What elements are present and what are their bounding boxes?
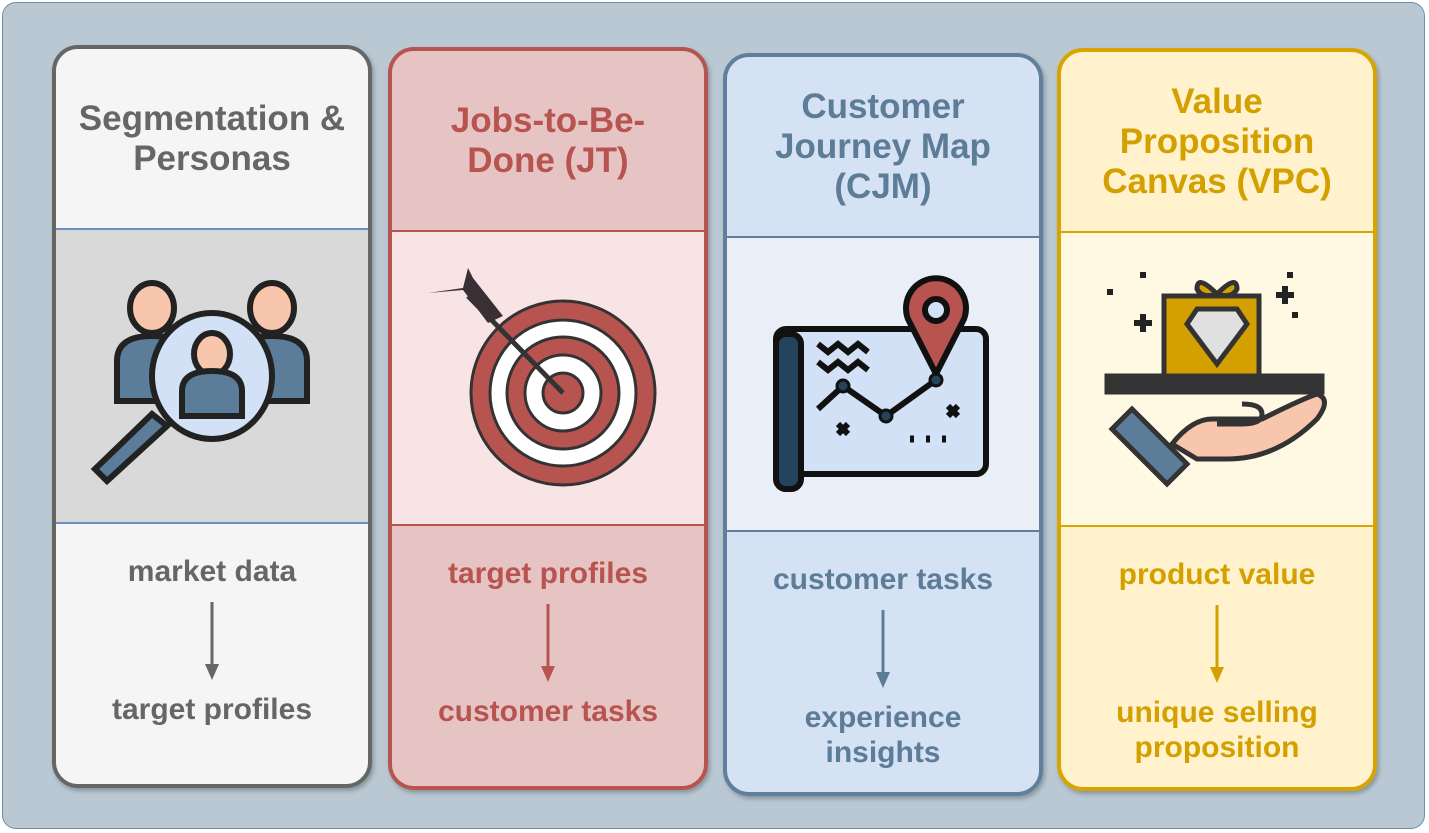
- map-pin-icon: [773, 275, 989, 492]
- card-image: [56, 230, 368, 524]
- arrow-down-icon: [876, 610, 890, 688]
- card-segmentation: Segmentation & Personas market data targ…: [52, 45, 372, 788]
- card-flow: product value unique selling proposition: [1061, 527, 1373, 787]
- gift-diamond-hand-icon: [1104, 272, 1327, 488]
- card-customer-journey-map: Customer Journey Map (CJM) customer task…: [723, 53, 1043, 796]
- card-title: Customer Journey Map (CJM): [727, 57, 1039, 238]
- card-flow: customer tasks experience insights: [727, 532, 1039, 792]
- card-value-proposition-canvas: Value Proposition Canvas (VPC) product v…: [1057, 48, 1377, 791]
- card-image: [727, 238, 1039, 532]
- flow-output: target profiles: [111, 693, 313, 726]
- flow-output: unique selling proposition: [1116, 696, 1318, 764]
- flow-input: target profiles: [447, 557, 649, 590]
- flow-output: customer tasks: [437, 695, 659, 728]
- arrow-down-icon: [541, 604, 555, 682]
- flow-output: experience insights: [804, 701, 962, 769]
- card-jobs-to-be-done: Jobs-to-Be-Done (JT) target profiles cus…: [388, 47, 708, 790]
- flow-input: customer tasks: [772, 563, 994, 596]
- card-image: [392, 232, 704, 526]
- card-flow: target profiles customer tasks: [392, 526, 704, 786]
- card-image: [1061, 233, 1373, 527]
- flow-input: product value: [1118, 558, 1316, 591]
- card-title: Jobs-to-Be-Done (JT): [392, 51, 704, 232]
- card-title: Segmentation & Personas: [56, 49, 368, 230]
- arrow-down-icon: [1210, 605, 1224, 683]
- card-title: Value Proposition Canvas (VPC): [1061, 52, 1373, 233]
- target-arrow-icon: [428, 268, 657, 487]
- people-magnifier-icon: [90, 280, 310, 486]
- arrow-down-icon: [205, 602, 219, 680]
- flow-input: market data: [127, 555, 297, 588]
- card-flow: market data target profiles: [56, 524, 368, 784]
